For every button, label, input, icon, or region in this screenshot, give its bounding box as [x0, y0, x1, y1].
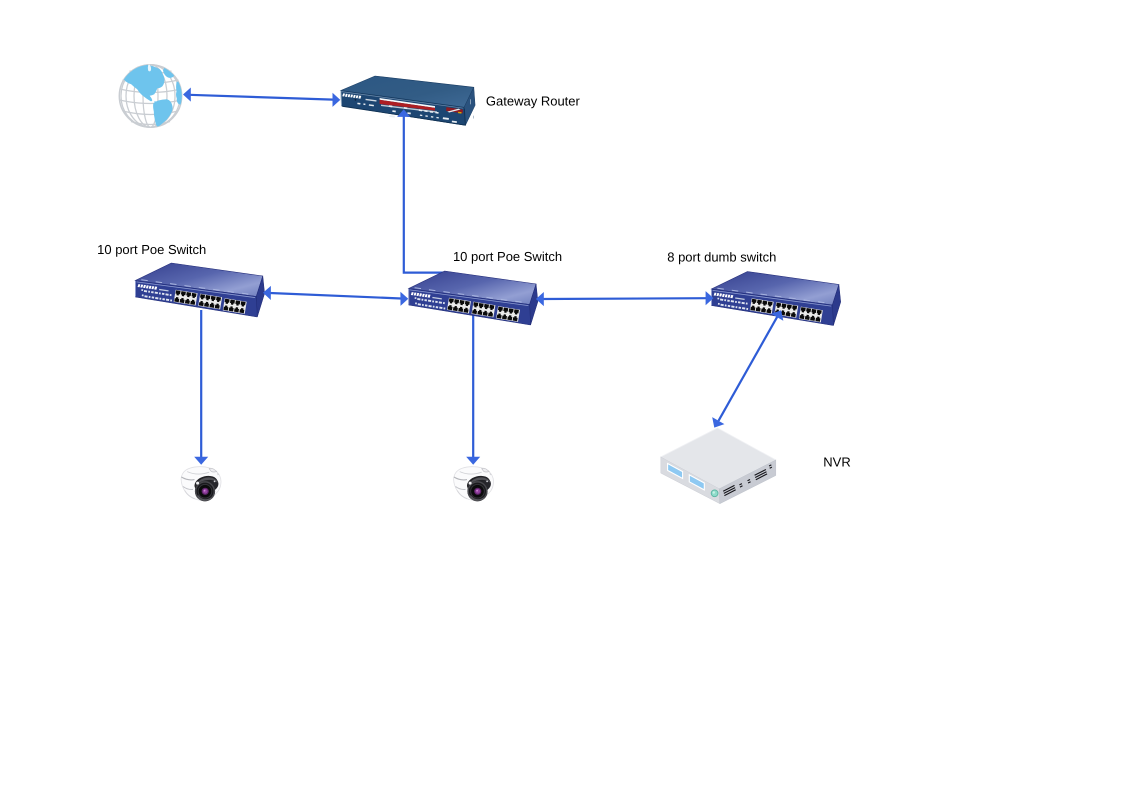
svg-text:Gateway Router: Gateway Router	[486, 93, 581, 108]
svg-text:8 port dumb switch: 8 port dumb switch	[667, 250, 776, 265]
svg-text:10 port Poe Switch: 10 port Poe Switch	[97, 242, 206, 257]
svg-text:10 port Poe Switch: 10 port Poe Switch	[453, 249, 562, 264]
svg-text:NVR: NVR	[823, 455, 850, 470]
